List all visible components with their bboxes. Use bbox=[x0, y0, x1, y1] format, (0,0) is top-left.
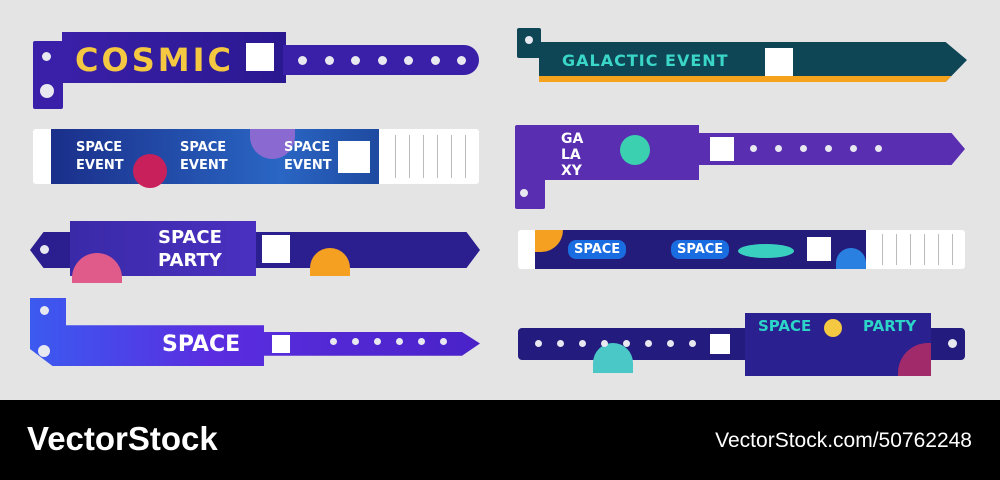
band-body bbox=[30, 298, 480, 366]
punch-hole bbox=[875, 145, 882, 152]
watermark-footer: VectorStock VectorStock.com/50762248 bbox=[0, 400, 1000, 480]
cosmic-title: COSMIC bbox=[75, 41, 234, 79]
wristband-galaxy: GA LA XY bbox=[515, 125, 967, 209]
ufo-icon bbox=[738, 244, 794, 258]
label-space-pill: SPACE bbox=[568, 240, 627, 259]
punch-hole bbox=[378, 56, 387, 65]
label-space-event: EVENT bbox=[284, 158, 332, 173]
wristband-space-event: SPACE EVENT SPACE EVENT SPACE EVENT bbox=[33, 129, 479, 188]
punch-hole bbox=[457, 56, 466, 65]
galaxy-line: GA bbox=[561, 131, 584, 147]
punch-hole bbox=[42, 52, 51, 61]
punch-hole bbox=[601, 340, 608, 347]
label-space-event: EVENT bbox=[180, 158, 228, 173]
label-space: SPACE bbox=[758, 317, 812, 335]
punch-hole bbox=[404, 56, 413, 65]
label-space-event: SPACE bbox=[76, 140, 123, 155]
label-space: SPACE bbox=[158, 227, 222, 248]
galactic-event-title: GALACTIC EVENT bbox=[562, 51, 729, 70]
space-title: SPACE bbox=[162, 332, 241, 357]
label-party: PARTY bbox=[158, 250, 222, 271]
punch-hole bbox=[40, 245, 49, 254]
label-space-event: SPACE bbox=[284, 140, 331, 155]
zigzag-adhesive bbox=[872, 234, 960, 265]
punch-hole bbox=[775, 145, 782, 152]
wristband-galactic-event: GALACTIC EVENT bbox=[517, 28, 967, 83]
punch-hole bbox=[689, 340, 696, 347]
label-party: PARTY bbox=[863, 317, 917, 335]
punch-hole bbox=[948, 339, 957, 348]
punch-hole bbox=[850, 145, 857, 152]
punch-hole bbox=[298, 56, 307, 65]
qr-code bbox=[807, 237, 831, 261]
label-space-pill: SPACE bbox=[671, 240, 730, 259]
punch-hole bbox=[440, 338, 447, 345]
astronaut-icon bbox=[824, 319, 842, 337]
image-reference: VectorStock.com/50762248 bbox=[715, 429, 972, 452]
qr-code bbox=[710, 137, 734, 161]
punch-hole bbox=[520, 189, 528, 197]
punch-hole bbox=[667, 340, 674, 347]
punch-hole bbox=[645, 340, 652, 347]
qr-code bbox=[246, 43, 274, 71]
band-tab bbox=[33, 41, 63, 109]
band-panel bbox=[62, 32, 286, 83]
punch-hole bbox=[351, 56, 360, 65]
punch-hole bbox=[325, 56, 334, 65]
punch-hole bbox=[40, 306, 49, 315]
wristband-space: SPACE bbox=[30, 298, 482, 366]
punch-hole bbox=[418, 338, 425, 345]
qr-code bbox=[272, 335, 290, 353]
punch-hole bbox=[825, 145, 832, 152]
label-space-event: SPACE bbox=[180, 140, 227, 155]
qr-code bbox=[765, 48, 793, 76]
wristband-space-party-right: SPACE PARTY bbox=[518, 313, 965, 376]
punch-hole bbox=[750, 145, 757, 152]
wristband-space-party: SPACE PARTY bbox=[30, 221, 482, 283]
galaxy-line: LA bbox=[561, 147, 581, 163]
punch-hole bbox=[535, 340, 542, 347]
punch-hole bbox=[352, 338, 359, 345]
punch-hole bbox=[330, 338, 337, 345]
label-space-event: EVENT bbox=[76, 158, 124, 173]
punch-hole bbox=[40, 84, 54, 98]
punch-hole bbox=[374, 338, 381, 345]
galaxy-line: XY bbox=[561, 163, 582, 179]
punch-hole bbox=[557, 340, 564, 347]
punch-hole bbox=[623, 340, 630, 347]
qr-code bbox=[262, 235, 290, 263]
alien-character bbox=[620, 135, 650, 165]
punch-hole bbox=[38, 345, 50, 357]
punch-hole bbox=[800, 145, 807, 152]
punch-hole bbox=[525, 36, 533, 44]
brand-logo: VectorStock bbox=[27, 420, 218, 457]
qr-code bbox=[710, 334, 730, 354]
punch-hole bbox=[431, 56, 440, 65]
punch-hole bbox=[396, 338, 403, 345]
wristband-cosmic: COSMIC bbox=[33, 32, 483, 110]
band-tab bbox=[515, 125, 545, 209]
band-panel bbox=[51, 129, 379, 184]
band-body bbox=[539, 42, 967, 82]
zigzag-adhesive bbox=[385, 135, 473, 178]
wristband-space-double: SPACE SPACE bbox=[518, 230, 965, 269]
punch-hole bbox=[579, 340, 586, 347]
qr-code bbox=[338, 141, 370, 173]
